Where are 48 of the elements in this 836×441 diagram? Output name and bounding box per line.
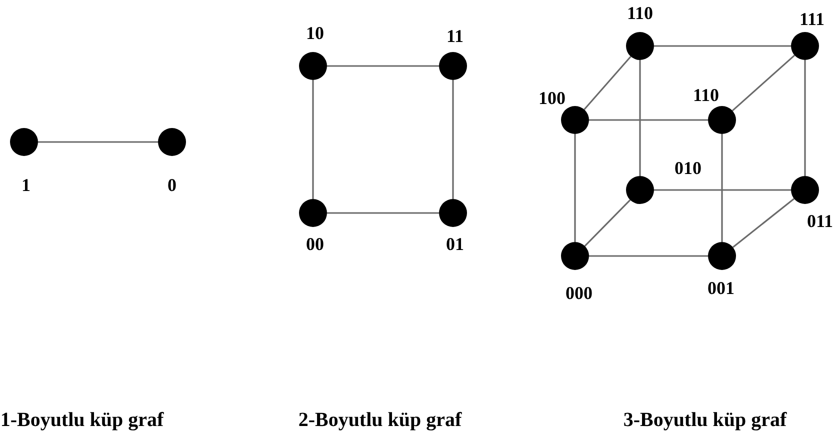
graph-vertex [791,176,819,204]
graph-caption: 1-Boyutlu küp graf [0,408,164,432]
graph-vertex [708,242,736,270]
graph-edge [732,198,795,248]
graph-edge [589,119,708,121]
graph-edge [584,199,631,247]
vertex-label: 010 [674,158,702,178]
vertex-label: 111 [800,9,824,29]
graph-edge [804,60,806,176]
graph-vertex [561,242,589,270]
graph-edge [327,212,439,214]
graph-vertex [299,199,327,227]
graph-vertex [561,106,589,134]
graph-vertex [626,32,654,60]
graph-edge [574,134,576,242]
graph-caption: 2-Boyutlu küp graf [298,408,462,432]
vertex-label: 01 [446,234,464,254]
vertex-label: 001 [708,278,734,298]
graph-vertex [439,199,467,227]
graph-vertex [299,52,327,80]
vertex-label: 000 [566,283,592,303]
graph-edge [732,54,796,112]
graph-edge [589,255,708,257]
vertex-label: 110 [627,3,653,23]
vertex-label: 110 [693,85,719,105]
graph-edge [639,60,641,176]
vertex-label: 00 [306,234,324,254]
vertex-label: 011 [807,211,833,231]
vertex-label: 0 [168,175,176,195]
vertex-label: 11 [446,26,464,46]
graph-vertex [439,52,467,80]
graph-edge [38,141,158,143]
vertex-label: 1 [22,175,30,195]
vertex-label: 100 [538,88,566,108]
graph-edge [584,56,632,110]
graph-edge [654,45,791,47]
graph-caption: 3-Boyutlu küp graf [623,408,787,432]
graph-vertex [626,176,654,204]
graph-vertex [708,106,736,134]
graph-edge [721,134,723,242]
graph-edge [452,80,454,199]
graph-edge [654,189,791,191]
graph-vertex [791,32,819,60]
graph-edge [327,65,439,67]
graph-vertex [158,128,186,156]
vertex-label: 10 [306,23,324,43]
graph-vertex [10,128,38,156]
graph-edge [312,80,314,199]
